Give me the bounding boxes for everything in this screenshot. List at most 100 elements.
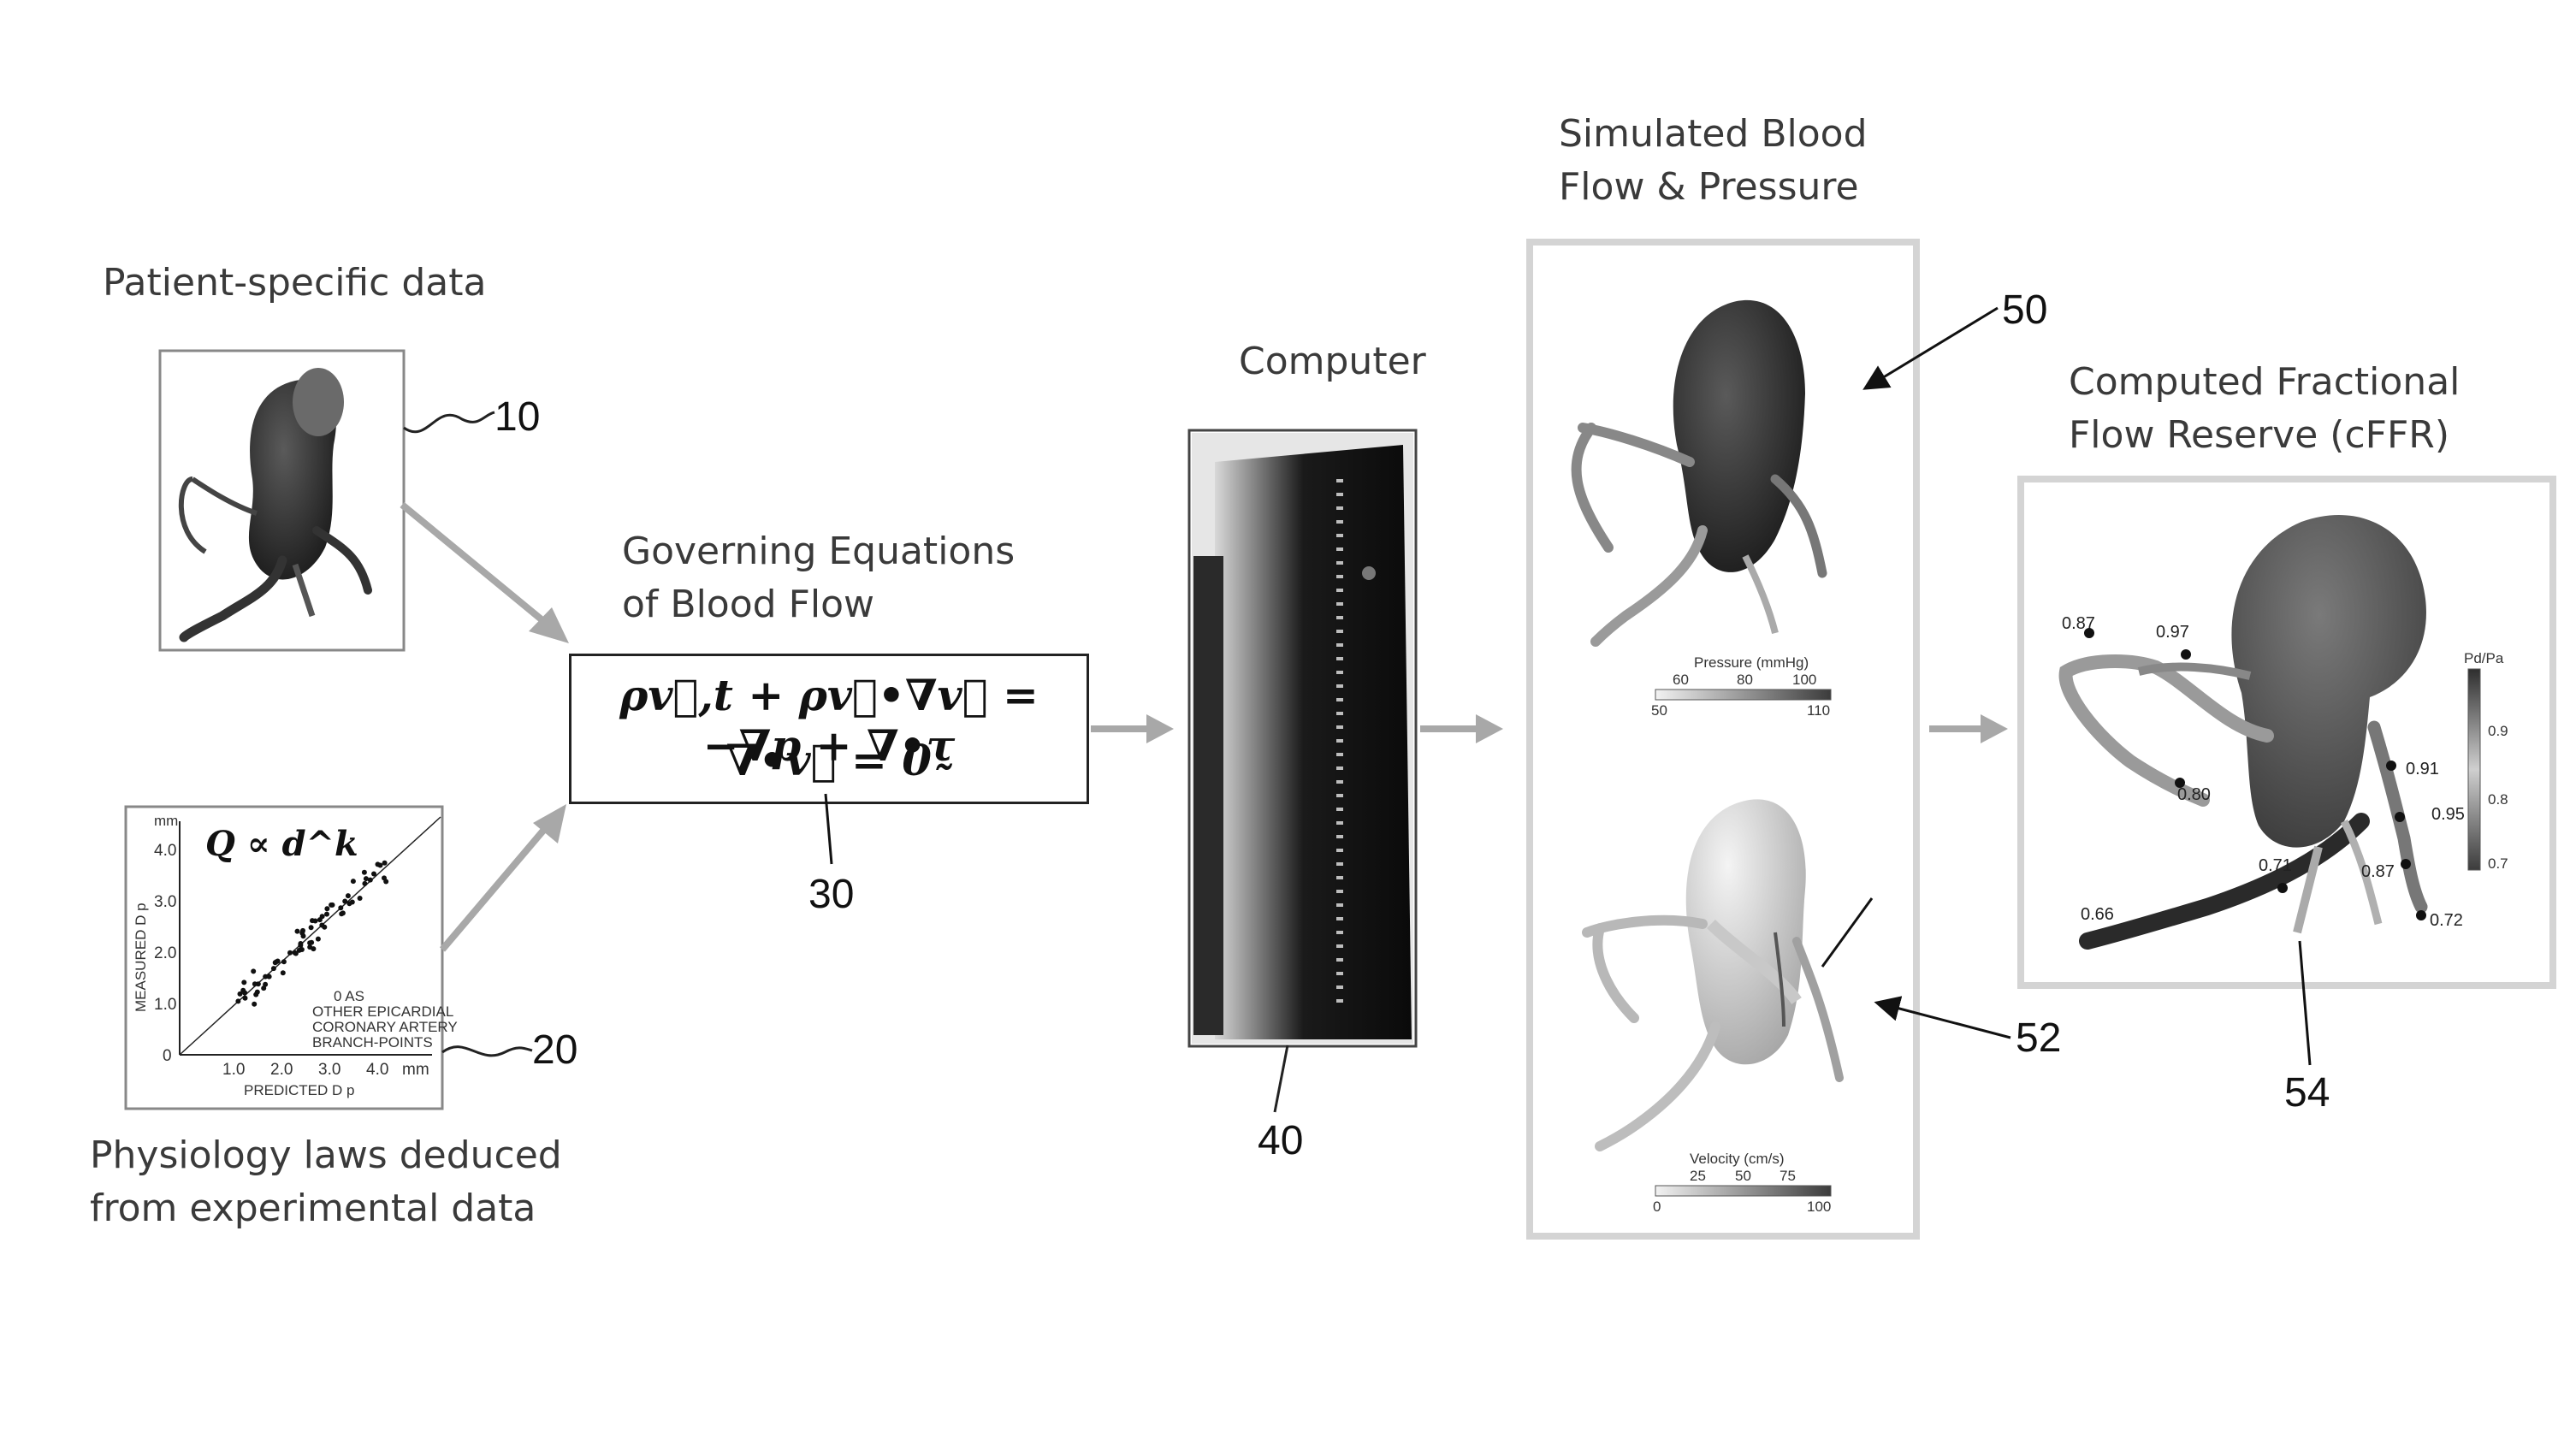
scatter-point	[273, 960, 278, 965]
computer-led	[1336, 534, 1343, 537]
ffr-value-7: 0.87	[2361, 862, 2395, 881]
cffr-tick-07: 0.7	[2488, 855, 2508, 872]
arrow-equations-to-computer	[1091, 714, 1174, 743]
simulation-panel: Pressure (mmHg) 60 80 100 50 110 Velocit…	[1530, 242, 1916, 1236]
scatter-point	[382, 861, 388, 866]
ffr-value-9: 0.72	[2430, 911, 2463, 930]
scatter-point	[376, 861, 381, 867]
computer-led	[1336, 917, 1343, 920]
arrow-computer-to-simulation	[1420, 714, 1503, 743]
computer-led	[1336, 999, 1343, 1003]
computer-led	[1336, 630, 1343, 633]
scatter-point	[319, 923, 324, 928]
scatter-point	[271, 966, 276, 971]
computer-led	[1336, 671, 1343, 674]
ffr-value-3: 0.80	[2177, 785, 2211, 804]
computer-led	[1336, 616, 1343, 619]
x-tick-3: 3.0	[318, 1061, 341, 1079]
computer-led	[1336, 835, 1343, 838]
computer-led	[1336, 725, 1343, 729]
velocity-tick-25: 25	[1690, 1168, 1706, 1184]
pressure-tick-80: 80	[1737, 672, 1753, 688]
pressure-tick-110: 110	[1807, 702, 1830, 719]
velocity-tick-75: 75	[1780, 1168, 1796, 1184]
ffr-value-6: 0.71	[2259, 856, 2292, 875]
pressure-color-bar	[1655, 690, 1831, 700]
scatter-point	[299, 931, 305, 936]
scatter-point	[295, 929, 300, 934]
computer-led	[1336, 821, 1343, 825]
y-tick-4: 4.0	[154, 842, 176, 860]
leader-30	[826, 794, 832, 864]
y-tick-1: 1.0	[154, 996, 176, 1014]
scatter-point	[371, 872, 376, 877]
scatter-point	[341, 910, 346, 915]
scatter-point	[307, 944, 312, 950]
scatter-point	[267, 974, 272, 980]
arrow-physiology-to-equations	[442, 804, 566, 950]
pressure-tick-60: 60	[1673, 672, 1689, 688]
ffr-value-5: 0.95	[2431, 805, 2465, 824]
scatter-point	[293, 950, 299, 956]
scatter-point	[281, 970, 286, 975]
computer-led	[1336, 876, 1343, 879]
scatter-point	[281, 959, 287, 964]
legend-line-2: OTHER EPICARDIAL	[312, 1003, 453, 1020]
scatter-point	[342, 899, 347, 904]
y-tick-3: 3.0	[154, 893, 176, 911]
computer-led	[1336, 766, 1343, 770]
computer-led	[1336, 985, 1343, 989]
computer-led	[1336, 890, 1343, 893]
computer-led	[1336, 479, 1343, 482]
scatter-point	[316, 937, 321, 942]
pressure-bar-title: Pressure (mmHg)	[1694, 654, 1809, 671]
scatter-point	[324, 912, 329, 917]
scatter-point	[309, 940, 314, 945]
pressure-tick-100: 100	[1792, 672, 1816, 688]
scatter-point	[346, 893, 351, 898]
y-unit-label: mm	[154, 813, 178, 829]
y-axis-label: MEASURED D p	[133, 903, 149, 1012]
computer-led	[1336, 643, 1343, 647]
scatter-point	[350, 900, 355, 905]
computer-led	[1336, 931, 1343, 934]
scatter-point	[309, 925, 314, 930]
computer-led	[1336, 780, 1343, 784]
scatter-point	[310, 918, 315, 923]
x-tick-1: 1.0	[222, 1061, 245, 1079]
legend-line-4: BRANCH-POINTS	[312, 1034, 433, 1051]
computer-led	[1336, 958, 1343, 962]
computer-image	[1189, 430, 1416, 1046]
scatter-point	[287, 950, 293, 956]
physiology-plot: Q ∝ d^k mm MEASURED D p PREDICTED D p 0 …	[126, 807, 532, 1109]
ffr-value-8: 0.66	[2081, 905, 2114, 924]
computer-led	[1336, 602, 1343, 606]
scatter-point	[351, 879, 356, 884]
computer-led	[1336, 849, 1343, 852]
legend-line-1: 0 AS	[334, 988, 364, 1004]
computer-led	[1336, 862, 1343, 866]
scatter-point	[235, 998, 240, 1003]
patient-data-image	[160, 351, 494, 650]
scatter-point	[242, 991, 247, 996]
legend-line-3: CORONARY ARTERY	[312, 1019, 458, 1035]
scatter-point	[338, 905, 343, 910]
computer-led	[1336, 972, 1343, 975]
ffr-value-4: 0.91	[2406, 760, 2439, 778]
computer-led	[1336, 493, 1343, 496]
scatter-point	[298, 941, 303, 946]
y-tick-2: 2.0	[154, 944, 176, 962]
ffr-value-2: 0.97	[2156, 623, 2189, 642]
cffr-panel: Pd/Pa 0.9 0.8 0.7 0.87 0.97 0.80 0.91 0.…	[2021, 479, 2553, 985]
computer-led	[1336, 520, 1343, 524]
computer-led	[1336, 575, 1343, 578]
scatter-point	[358, 896, 363, 901]
computer-led	[1336, 506, 1343, 510]
scatter-point	[261, 985, 266, 991]
velocity-tick-50: 50	[1735, 1168, 1751, 1184]
computer-led	[1336, 903, 1343, 907]
cffr-tick-08: 0.8	[2488, 791, 2508, 808]
cffr-tick-09: 0.9	[2488, 723, 2508, 739]
computer-led	[1336, 794, 1343, 797]
computer-led	[1336, 698, 1343, 701]
